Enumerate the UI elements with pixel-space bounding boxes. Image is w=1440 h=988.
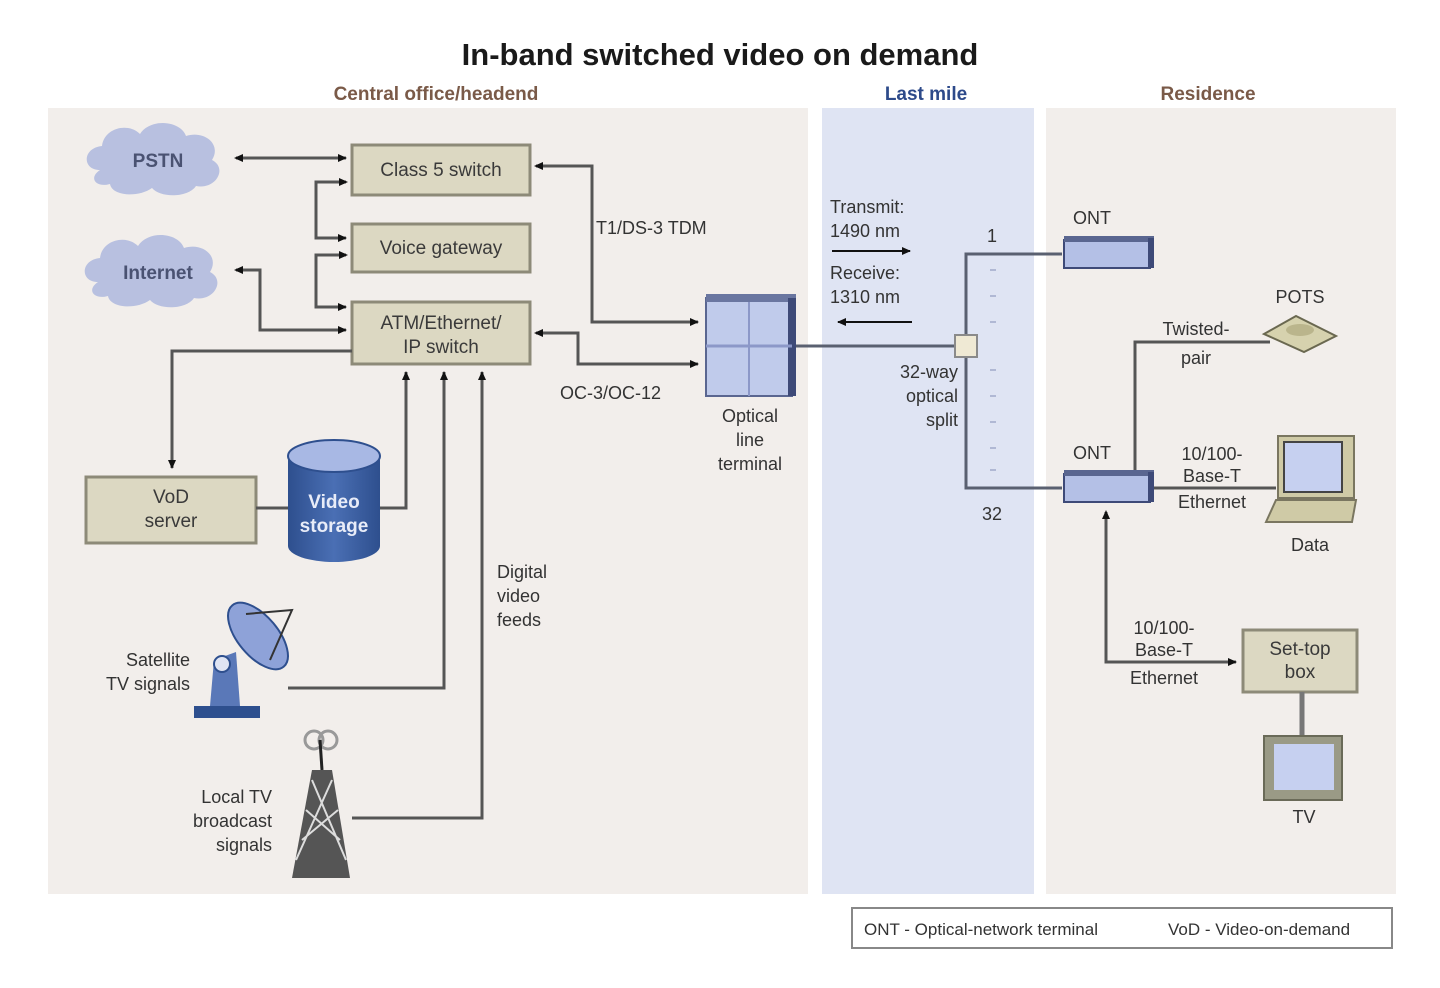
receive-label-2: 1310 nm bbox=[830, 287, 900, 307]
local-tv-label-3: signals bbox=[216, 835, 272, 855]
internet-atm-link bbox=[234, 266, 347, 334]
fiber-port-32 bbox=[964, 346, 1062, 490]
oc-label: OC-3/OC-12 bbox=[560, 383, 661, 403]
set-top-label-2: box bbox=[1285, 662, 1316, 683]
class5-olt-link bbox=[534, 162, 699, 326]
split-label-1: 32-way bbox=[900, 362, 958, 382]
video-storage-label-2: storage bbox=[300, 516, 369, 537]
split-ports-dashes bbox=[990, 269, 996, 471]
ont-bottom-icon bbox=[1063, 470, 1154, 503]
split-label-3: split bbox=[926, 410, 958, 430]
satellite-atm-link bbox=[288, 371, 448, 690]
class5-switch-label: Class 5 switch bbox=[380, 160, 501, 181]
pstn-cloud-icon: PSTN bbox=[86, 122, 220, 196]
port-last-label: 32 bbox=[982, 504, 1002, 524]
atm-vod-link bbox=[168, 349, 352, 469]
digital-feeds-label-3: feeds bbox=[497, 610, 541, 630]
internet-cloud-icon: Internet bbox=[84, 234, 218, 308]
zone-label-residence: Residence bbox=[1160, 84, 1255, 105]
phone-icon bbox=[1261, 314, 1339, 354]
class5-switch-box: Class 5 switch bbox=[350, 143, 532, 197]
atm-switch-box: ATM/Ethernet/ IP switch bbox=[350, 300, 532, 366]
eth-data-label-1: 10/100- bbox=[1181, 444, 1242, 464]
video-storage-label-1: Video bbox=[308, 492, 359, 513]
voice-gateway-label: Voice gateway bbox=[380, 238, 503, 259]
diagram-title: In-band switched video on demand bbox=[462, 37, 979, 72]
ethernet-stb-link bbox=[1102, 510, 1237, 666]
twisted-label-1: Twisted- bbox=[1162, 319, 1229, 339]
atm-olt-link bbox=[534, 329, 699, 368]
broadcast-tower-icon bbox=[292, 729, 350, 878]
zone-label-last-mile: Last mile bbox=[885, 84, 967, 105]
tv-icon bbox=[1263, 735, 1343, 801]
twisted-label-2: pair bbox=[1181, 348, 1211, 368]
satellite-label-1: Satellite bbox=[126, 650, 190, 670]
local-tv-label-1: Local TV bbox=[201, 787, 272, 807]
olt-label-3: terminal bbox=[718, 454, 782, 474]
broadcast-atm-link bbox=[352, 371, 486, 820]
olt-label-2: line bbox=[736, 430, 764, 450]
legend-box: ONT - Optical-network terminal VoD - Vid… bbox=[851, 907, 1393, 949]
transmit-label-2: 1490 nm bbox=[830, 221, 900, 241]
class5-gateway-link bbox=[314, 178, 348, 242]
tdm-label: T1/DS-3 TDM bbox=[596, 218, 707, 238]
computer-icon bbox=[1264, 435, 1358, 523]
vod-server-label-2: server bbox=[145, 511, 198, 532]
fiber-port-1 bbox=[964, 252, 1062, 346]
zone-label-central: Central office/headend bbox=[334, 84, 539, 105]
atm-switch-label-2: IP switch bbox=[403, 337, 479, 358]
set-top-label-1: Set-top bbox=[1269, 639, 1330, 660]
ont-top-icon bbox=[1063, 236, 1154, 269]
atm-switch-label-1: ATM/Ethernet/ bbox=[380, 313, 502, 334]
transmit-label-1: Transmit: bbox=[830, 197, 904, 217]
voice-gateway-box: Voice gateway bbox=[350, 222, 532, 274]
legend-vod: VoD - Video-on-demand bbox=[1168, 920, 1350, 939]
internet-label: Internet bbox=[123, 263, 193, 284]
eth-data-label-2: Base-T bbox=[1183, 466, 1241, 486]
olt-label-1: Optical bbox=[722, 406, 778, 426]
eth-data-label-3: Ethernet bbox=[1178, 492, 1246, 512]
vod-server-box: VoD server bbox=[84, 475, 258, 545]
pots-label: POTS bbox=[1275, 287, 1324, 307]
data-label: Data bbox=[1291, 535, 1330, 555]
eth-stb-label-3: Ethernet bbox=[1130, 668, 1198, 688]
tv-label: TV bbox=[1292, 807, 1315, 827]
digital-feeds-label-1: Digital bbox=[497, 562, 547, 582]
ont-top-label: ONT bbox=[1073, 208, 1111, 228]
local-tv-label-2: broadcast bbox=[193, 811, 272, 831]
legend-ont: ONT - Optical-network terminal bbox=[864, 920, 1098, 939]
split-label-2: optical bbox=[906, 386, 958, 406]
port-first-label: 1 bbox=[987, 226, 997, 246]
ont-bottom-label: ONT bbox=[1073, 443, 1111, 463]
video-storage-icon: Video storage bbox=[287, 439, 381, 562]
satellite-dish-icon bbox=[194, 601, 294, 718]
satellite-label-2: TV signals bbox=[106, 674, 190, 694]
twisted-pair-link bbox=[1133, 340, 1270, 470]
splitter-icon bbox=[954, 334, 978, 358]
pstn-label: PSTN bbox=[133, 151, 184, 172]
receive-label-1: Receive: bbox=[830, 263, 900, 283]
storage-atm-link bbox=[380, 371, 410, 510]
eth-stb-label-2: Base-T bbox=[1135, 640, 1193, 660]
olt-icon bbox=[705, 294, 796, 397]
last-mile-zone bbox=[822, 108, 1034, 894]
digital-feeds-label-2: video bbox=[497, 586, 540, 606]
eth-stb-label-1: 10/100- bbox=[1133, 618, 1194, 638]
vod-server-label-1: VoD bbox=[153, 487, 189, 508]
set-top-box: Set-top box bbox=[1241, 628, 1359, 694]
